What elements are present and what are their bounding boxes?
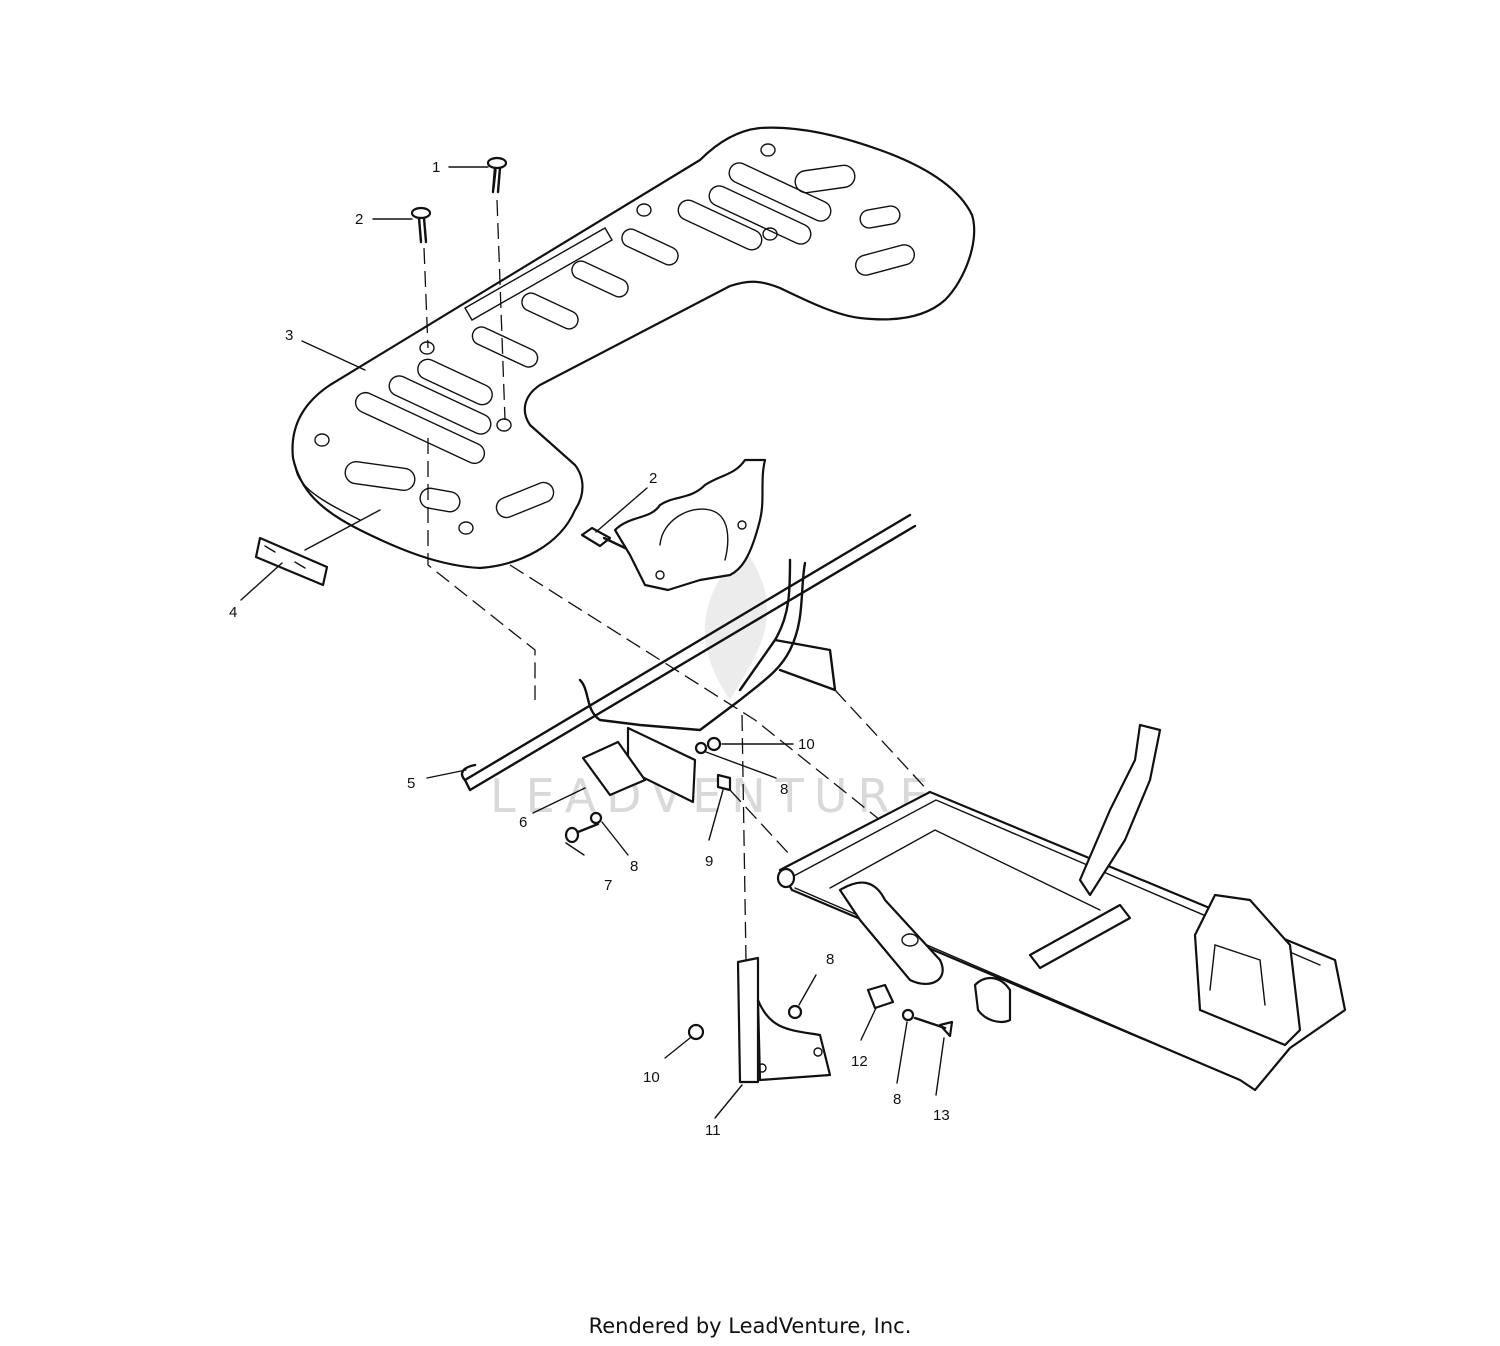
callout-leaders [240, 166, 945, 1119]
callout-6: 6 [519, 814, 527, 831]
leader-line [741, 714, 747, 961]
washer-icon [694, 741, 708, 755]
callout-8-bracket: 8 [826, 951, 834, 968]
leader-line [423, 247, 429, 349]
watermark-text: LEADVENTURE [490, 769, 939, 823]
callout-10-lower: 10 [643, 1069, 660, 1086]
callout-8-frame: 8 [893, 1091, 901, 1108]
bolt-icon [580, 526, 627, 550]
nut-icon [687, 1023, 705, 1041]
heat-shield [613, 458, 767, 592]
spacer-icon [716, 773, 732, 792]
leader-line [729, 789, 791, 856]
leader-line [496, 199, 506, 421]
washer-icon [787, 1004, 803, 1020]
rack-support-bracket [460, 513, 917, 804]
callout-3: 3 [285, 327, 293, 344]
lower-support-bracket [736, 956, 832, 1084]
callout-11: 11 [705, 1122, 721, 1139]
callout-10-upper: 10 [798, 736, 815, 753]
callout-1: 1 [432, 159, 440, 176]
callout-12: 12 [851, 1053, 868, 1070]
callout-7: 7 [604, 877, 612, 894]
vehicle-frame [776, 723, 1347, 1092]
callout-8-lower-left: 8 [630, 858, 638, 875]
callout-9: 9 [705, 853, 713, 870]
callout-2: 2 [355, 211, 363, 228]
reflector [254, 536, 329, 587]
washer-icon [589, 811, 603, 825]
bolt-icon [564, 822, 600, 844]
leader-line [427, 438, 536, 700]
washer-icon [901, 1008, 915, 1022]
rear-rack [291, 126, 976, 570]
callout-4: 4 [229, 604, 237, 621]
leader-line [509, 564, 931, 861]
callout-5: 5 [407, 775, 415, 792]
callout-2-shield-bolt: 2 [649, 470, 657, 487]
bushing-icon [866, 983, 895, 1010]
screw-icon [486, 156, 508, 194]
bolt-icon [913, 1016, 954, 1038]
nut-icon [706, 736, 722, 752]
screw-icon [410, 206, 432, 244]
callout-13: 13 [933, 1107, 950, 1124]
callout-8-upper: 8 [780, 781, 788, 798]
watermark: LEADVENTURE [490, 545, 939, 823]
footer-credit: Rendered by LeadVenture, Inc. [588, 1314, 912, 1338]
